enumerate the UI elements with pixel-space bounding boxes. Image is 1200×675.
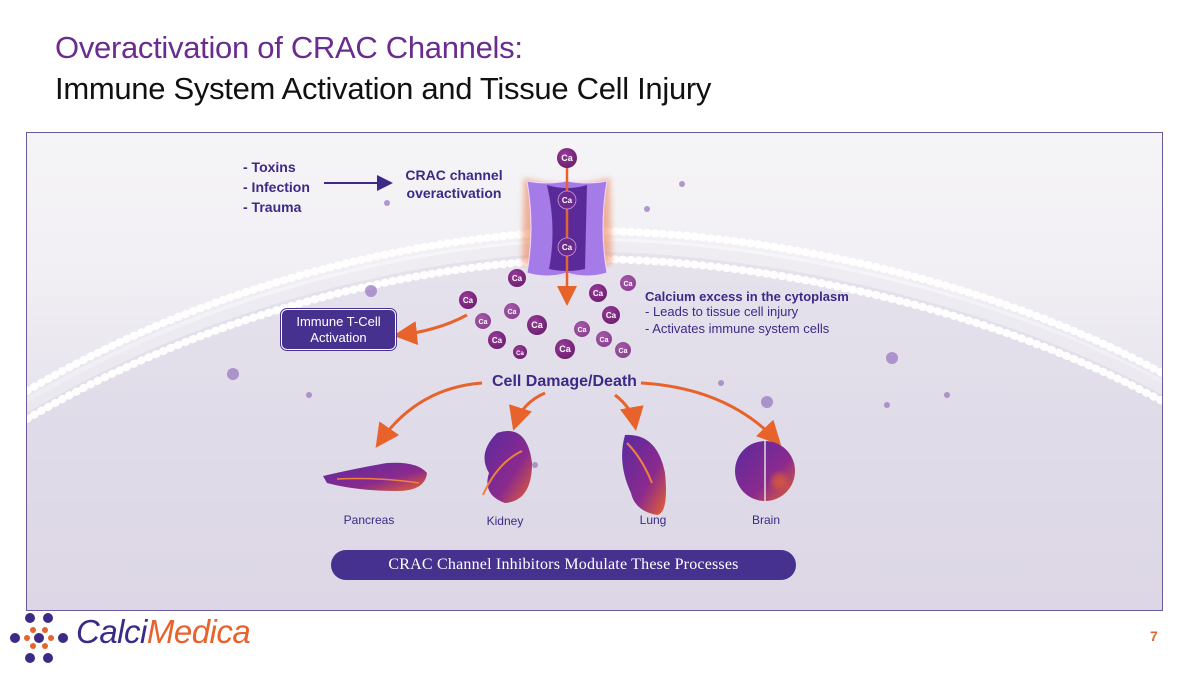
calcium-ion bbox=[615, 342, 631, 358]
organ-label-lung: Lung bbox=[639, 513, 667, 527]
calcium-ion bbox=[504, 303, 520, 319]
calcium-ion bbox=[475, 313, 491, 329]
calcium-ion-label: Ca bbox=[562, 243, 573, 252]
brain-icon bbox=[735, 441, 795, 501]
crac-label-line1: CRAC channel bbox=[405, 167, 503, 183]
calcium-ion bbox=[557, 190, 577, 210]
calcium-ion bbox=[527, 315, 547, 335]
organ-label-kidney: Kidney bbox=[486, 514, 524, 528]
organ-label-pancreas: Pancreas bbox=[343, 513, 395, 527]
calcium-ion-label: Ca bbox=[619, 348, 628, 355]
calcium-ion bbox=[596, 331, 612, 347]
calcium-ion-label: Ca bbox=[492, 336, 503, 345]
cause-item: - Trauma bbox=[243, 199, 302, 215]
lung-icon bbox=[622, 434, 666, 515]
slide-title-line2: Immune System Activation and Tissue Cell… bbox=[55, 71, 712, 106]
calcium-ion-label: Ca bbox=[479, 319, 488, 326]
calcium-ion-label: Ca bbox=[559, 344, 571, 354]
tcell-line2: Activation bbox=[310, 329, 367, 345]
calcium-ion bbox=[508, 269, 526, 287]
calcium-ion bbox=[555, 339, 575, 359]
calcium-ion bbox=[488, 331, 506, 349]
cause-item: - Infection bbox=[243, 179, 310, 195]
calcium-ion bbox=[459, 291, 477, 309]
calcium-ion bbox=[513, 345, 527, 359]
calcium-ion-label: Ca bbox=[531, 320, 543, 330]
brand-wordmark: CalciMedica bbox=[76, 613, 251, 651]
page-number: 7 bbox=[1150, 628, 1158, 644]
calcium-ion-label: Ca bbox=[624, 281, 633, 288]
tcell-activation-box: Immune T-Cell Activation bbox=[281, 309, 396, 350]
calcium-ion-label: Ca bbox=[512, 274, 523, 283]
crac-label-line2: overactivation bbox=[406, 185, 502, 201]
causes-list: - Toxins - Infection - Trauma bbox=[243, 157, 310, 217]
slide-title-line1: Overactivation of CRAC Channels: bbox=[55, 30, 523, 65]
calcium-ion-label: Ca bbox=[463, 296, 474, 305]
cell-damage-label: Cell Damage/Death bbox=[492, 373, 637, 390]
calcium-ion-label: Ca bbox=[508, 309, 517, 316]
calcium-ion bbox=[589, 284, 607, 302]
cta-banner: CRAC Channel Inhibitors Modulate These P… bbox=[331, 550, 796, 580]
kidney-icon bbox=[482, 431, 532, 503]
crac-channel bbox=[522, 163, 612, 306]
calcium-ion bbox=[602, 306, 620, 324]
brand-part2: Medica bbox=[146, 613, 251, 650]
calcium-ion bbox=[557, 237, 577, 257]
calcimedica-logo-icon bbox=[10, 613, 68, 663]
tcell-arrow bbox=[393, 313, 468, 346]
calcium-ion-label: Ca bbox=[578, 327, 587, 334]
cause-item: - Toxins bbox=[243, 159, 296, 175]
calcium-ion-label: Ca bbox=[593, 289, 604, 298]
pancreas-icon bbox=[323, 462, 427, 491]
calcium-excess-title: Calcium excess in the cytoplasm bbox=[645, 289, 849, 304]
organ-label-brain: Brain bbox=[751, 513, 780, 527]
calcium-excess-bullet: - Leads to tissue cell injury bbox=[645, 304, 799, 319]
calcium-ion-label: Ca bbox=[562, 196, 573, 205]
calcium-ion-label: Ca bbox=[516, 351, 524, 357]
calcium-ion-label: Ca bbox=[600, 337, 609, 344]
calcium-ion bbox=[557, 148, 577, 168]
calcium-ion-label: Ca bbox=[606, 311, 617, 320]
calcium-ion bbox=[620, 275, 636, 291]
crac-channel-label: CRAC channel overactivation bbox=[399, 166, 509, 202]
calcium-ion-label: Ca bbox=[561, 153, 573, 163]
brand-part1: Calci bbox=[76, 613, 147, 650]
background-particles bbox=[227, 181, 950, 468]
tcell-line1: Immune T-Cell bbox=[296, 313, 381, 329]
calcium-excess-bullet: - Activates immune system cells bbox=[645, 321, 830, 336]
calcium-ion bbox=[574, 321, 590, 337]
damage-arrows bbox=[375, 381, 782, 448]
